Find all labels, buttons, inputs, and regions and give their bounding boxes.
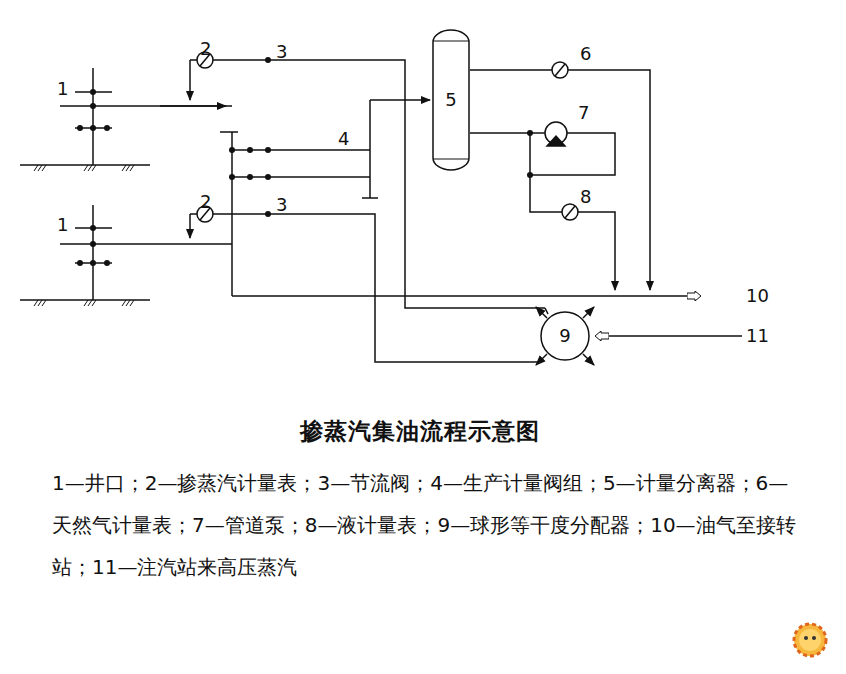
diagram-title: 掺蒸汽集油流程示意图: [300, 416, 540, 447]
callout-number: 1: [57, 80, 68, 98]
legend-caption: 1—井口；2—掺蒸汽计量表；3—节流阀；4—生产计量阀组；5—计量分离器；6—天…: [52, 462, 797, 588]
callout-number: 10: [746, 287, 769, 305]
callout-number: 11: [746, 327, 769, 345]
separator-vessel: 5: [432, 29, 470, 171]
callout-number: 8: [580, 188, 591, 206]
callout-number: 2: [200, 40, 211, 58]
node-label: 9: [559, 327, 570, 345]
callout-number: 4: [338, 130, 349, 148]
node-label: 5: [445, 91, 456, 109]
callout-number: 3: [276, 43, 287, 61]
watermark-sun: [794, 624, 826, 656]
callout-number: 6: [580, 45, 591, 63]
distributor-sphere: 9: [540, 311, 590, 361]
callout-number: 1: [57, 216, 68, 234]
callout-number: 7: [578, 104, 589, 122]
callout-number: 2: [200, 193, 211, 211]
callout-number: 3: [276, 196, 287, 214]
